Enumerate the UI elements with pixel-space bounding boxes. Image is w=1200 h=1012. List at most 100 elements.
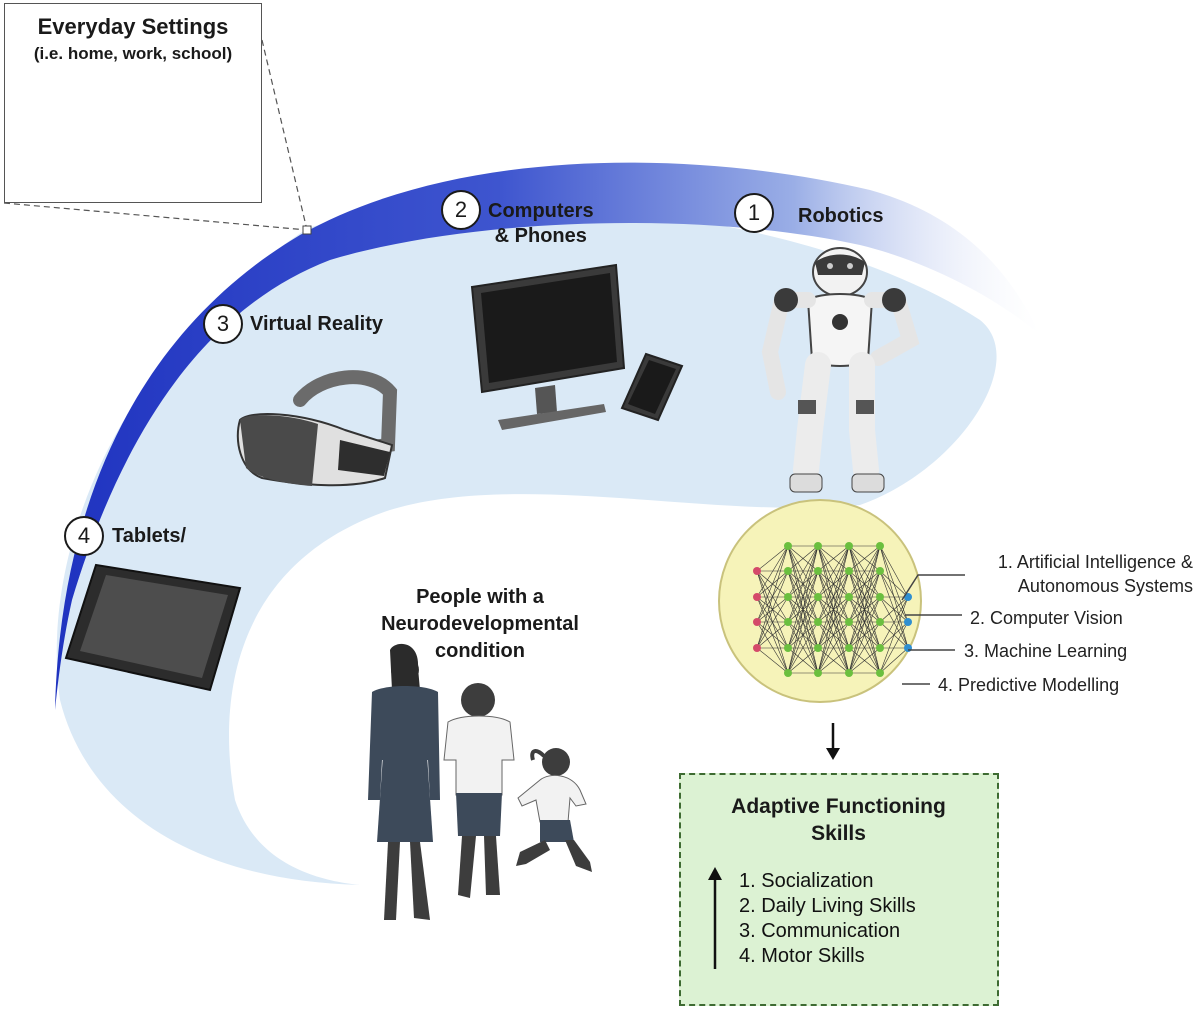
arrow-icon (826, 723, 840, 760)
network-edge (879, 545, 909, 598)
adaptive-skills-title: Adaptive Functioning Skills (681, 793, 996, 847)
network-node (814, 567, 822, 575)
ml-method-ai-line1: 1. Artificial Intelligence & (997, 552, 1193, 572)
vr-number: 3 (203, 304, 243, 344)
network-edges (756, 545, 909, 674)
network-edge (756, 545, 789, 623)
network-edge (879, 596, 909, 674)
network-edge (756, 596, 789, 649)
network-node (784, 669, 792, 677)
network-edge (756, 621, 789, 649)
network-edge (879, 596, 909, 649)
ml-method-ml: 3. Machine Learning (964, 641, 1128, 661)
network-edge (848, 621, 881, 674)
computers-number: 2 (441, 190, 481, 230)
vr-label: Virtual Reality (250, 313, 384, 335)
monitor-icon (470, 263, 626, 430)
network-edge (756, 545, 789, 598)
network-node (876, 593, 884, 601)
skill-item: 2. Daily Living Skills (739, 895, 916, 917)
network-edge (787, 545, 819, 623)
network-edge (756, 545, 789, 572)
network-edge (848, 596, 881, 674)
network-edge (787, 545, 819, 572)
network-node (876, 567, 884, 575)
network-node (814, 593, 822, 601)
network-node (753, 618, 761, 626)
network-edge (787, 621, 819, 674)
network-edge (817, 596, 850, 674)
network-node (845, 542, 853, 550)
tablets-label: Tablets/ (112, 525, 187, 547)
vr-headset-icon (236, 370, 398, 487)
network-edge (848, 545, 881, 598)
network-edge (817, 545, 850, 623)
zoom-line (3, 202, 308, 231)
network-node (845, 618, 853, 626)
network-node (784, 567, 792, 575)
network-node (876, 542, 884, 550)
network-edge (848, 545, 881, 674)
network-edge (879, 647, 909, 674)
ml-method-ai-line2: Autonomous Systems (1017, 576, 1193, 596)
robotics-label: Robotics (798, 205, 884, 227)
network-edge (787, 570, 819, 674)
network-node (753, 644, 761, 652)
network-edge (848, 570, 881, 674)
adaptive-skills-title-line2: Skills (811, 822, 866, 845)
network-node (753, 567, 761, 575)
network-edge (879, 570, 909, 623)
network-edge (817, 545, 850, 674)
people-silhouette-icon (368, 643, 592, 920)
network-edge (848, 647, 881, 674)
network-edge (787, 545, 819, 674)
robotics-number: 1 (734, 193, 774, 233)
network-node (845, 669, 853, 677)
network-edge (817, 545, 850, 649)
network-node (784, 593, 792, 601)
network-edge (817, 545, 850, 572)
people-label-line3: condition (435, 640, 525, 662)
zoom-line (261, 39, 308, 231)
network-edge (787, 545, 819, 598)
leader-line (901, 574, 965, 601)
tablets-number: 4 (64, 516, 104, 556)
network-edge (848, 545, 881, 623)
network-edge (817, 621, 850, 674)
network-node (876, 644, 884, 652)
network-node (753, 593, 761, 601)
network-node (814, 644, 822, 652)
network-edge (756, 647, 789, 674)
phone-icon (620, 352, 684, 422)
network-edge (817, 545, 850, 598)
network-node (784, 618, 792, 626)
adaptive-skills-title-line1: Adaptive Functioning (731, 795, 946, 818)
skill-item: 4. Motor Skills (739, 945, 865, 967)
light-band (56, 204, 997, 885)
network-edge (817, 647, 850, 674)
settings-subtitle: (i.e. home, work, school) (33, 44, 233, 63)
network-node (784, 644, 792, 652)
network-node (904, 644, 912, 652)
computers-label-line1: Computers (488, 200, 594, 222)
network-node (814, 669, 822, 677)
network-edge (817, 570, 850, 674)
computers-label-line2: & Phones (494, 225, 587, 247)
network-node (876, 618, 884, 626)
network-edge (848, 545, 881, 572)
people-label-line2: Neurodevelopmental (381, 613, 579, 635)
people-label: People with a Neurodevelopmental conditi… (352, 584, 608, 665)
up-arrow-icon (708, 867, 722, 969)
robot-icon (761, 247, 920, 493)
network-node (814, 542, 822, 550)
network-edge (756, 570, 789, 649)
ml-method-ai: 1. Artificial Intelligence & Autonomous … (998, 550, 1193, 598)
network-node (814, 618, 822, 626)
everyday-settings-box: Everyday Settings (i.e. home, work, scho… (4, 3, 262, 203)
tablet-icon (64, 563, 242, 692)
network-node (784, 542, 792, 550)
zoom-marker (302, 225, 312, 235)
network-edge (879, 621, 909, 674)
